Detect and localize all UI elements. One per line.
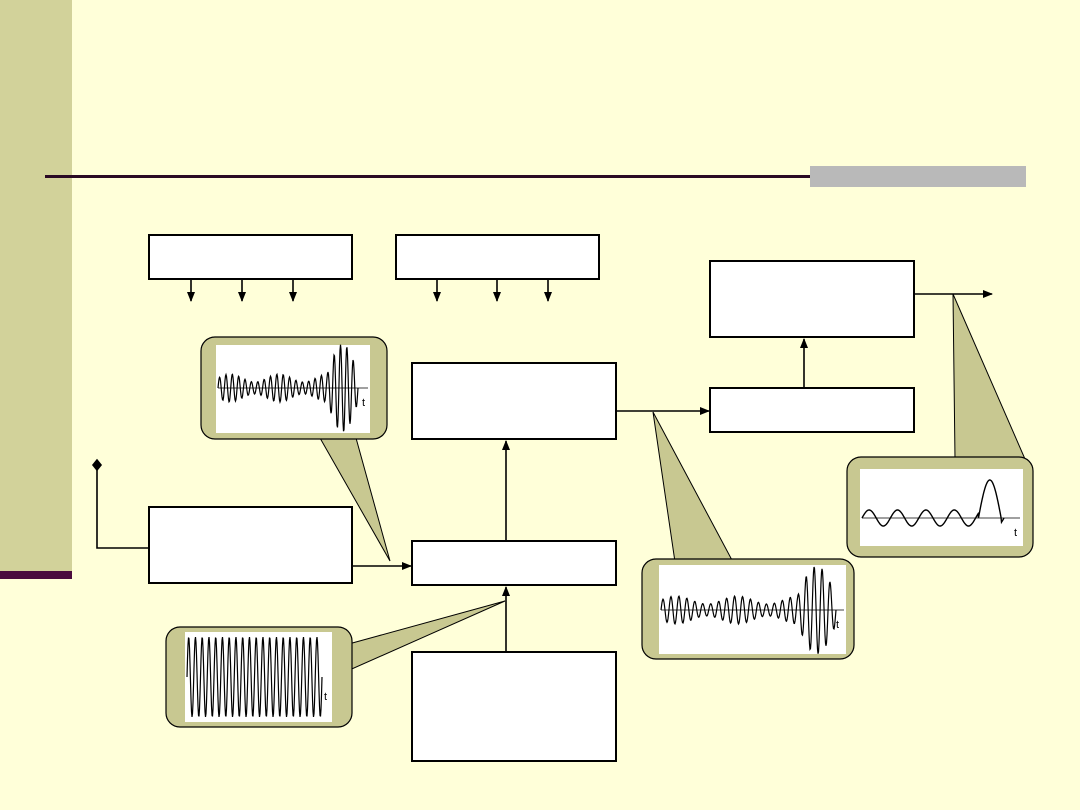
title-rule bbox=[45, 175, 1026, 178]
axis-label-t: t bbox=[1014, 527, 1017, 539]
callout-modulated-signal: t bbox=[200, 336, 391, 562]
block-output-stage bbox=[709, 260, 915, 338]
side-bar-base bbox=[0, 571, 72, 579]
axis-label-t: t bbox=[836, 619, 839, 631]
block-top-left bbox=[148, 234, 353, 280]
block-top-middle bbox=[395, 234, 600, 280]
axis-label-t: t bbox=[324, 691, 327, 703]
axis-label-t: t bbox=[362, 397, 365, 409]
block-bottom-source bbox=[411, 651, 617, 762]
down-arrows-middle bbox=[433, 280, 552, 302]
callout-output-signal: t bbox=[846, 293, 1034, 558]
block-left-input bbox=[148, 506, 353, 584]
title-accent bbox=[810, 166, 1026, 187]
block-center-lower bbox=[411, 540, 617, 586]
side-bar bbox=[0, 0, 72, 576]
down-arrows-left bbox=[187, 280, 297, 302]
block-center-upper bbox=[411, 362, 617, 440]
input-feed-line bbox=[96, 465, 148, 549]
input-terminal bbox=[91, 458, 103, 472]
callout-received-signal: t bbox=[641, 411, 855, 660]
block-right-middle bbox=[709, 387, 915, 433]
callout-carrier: t bbox=[165, 600, 506, 728]
waveform-carrier bbox=[186, 637, 323, 717]
